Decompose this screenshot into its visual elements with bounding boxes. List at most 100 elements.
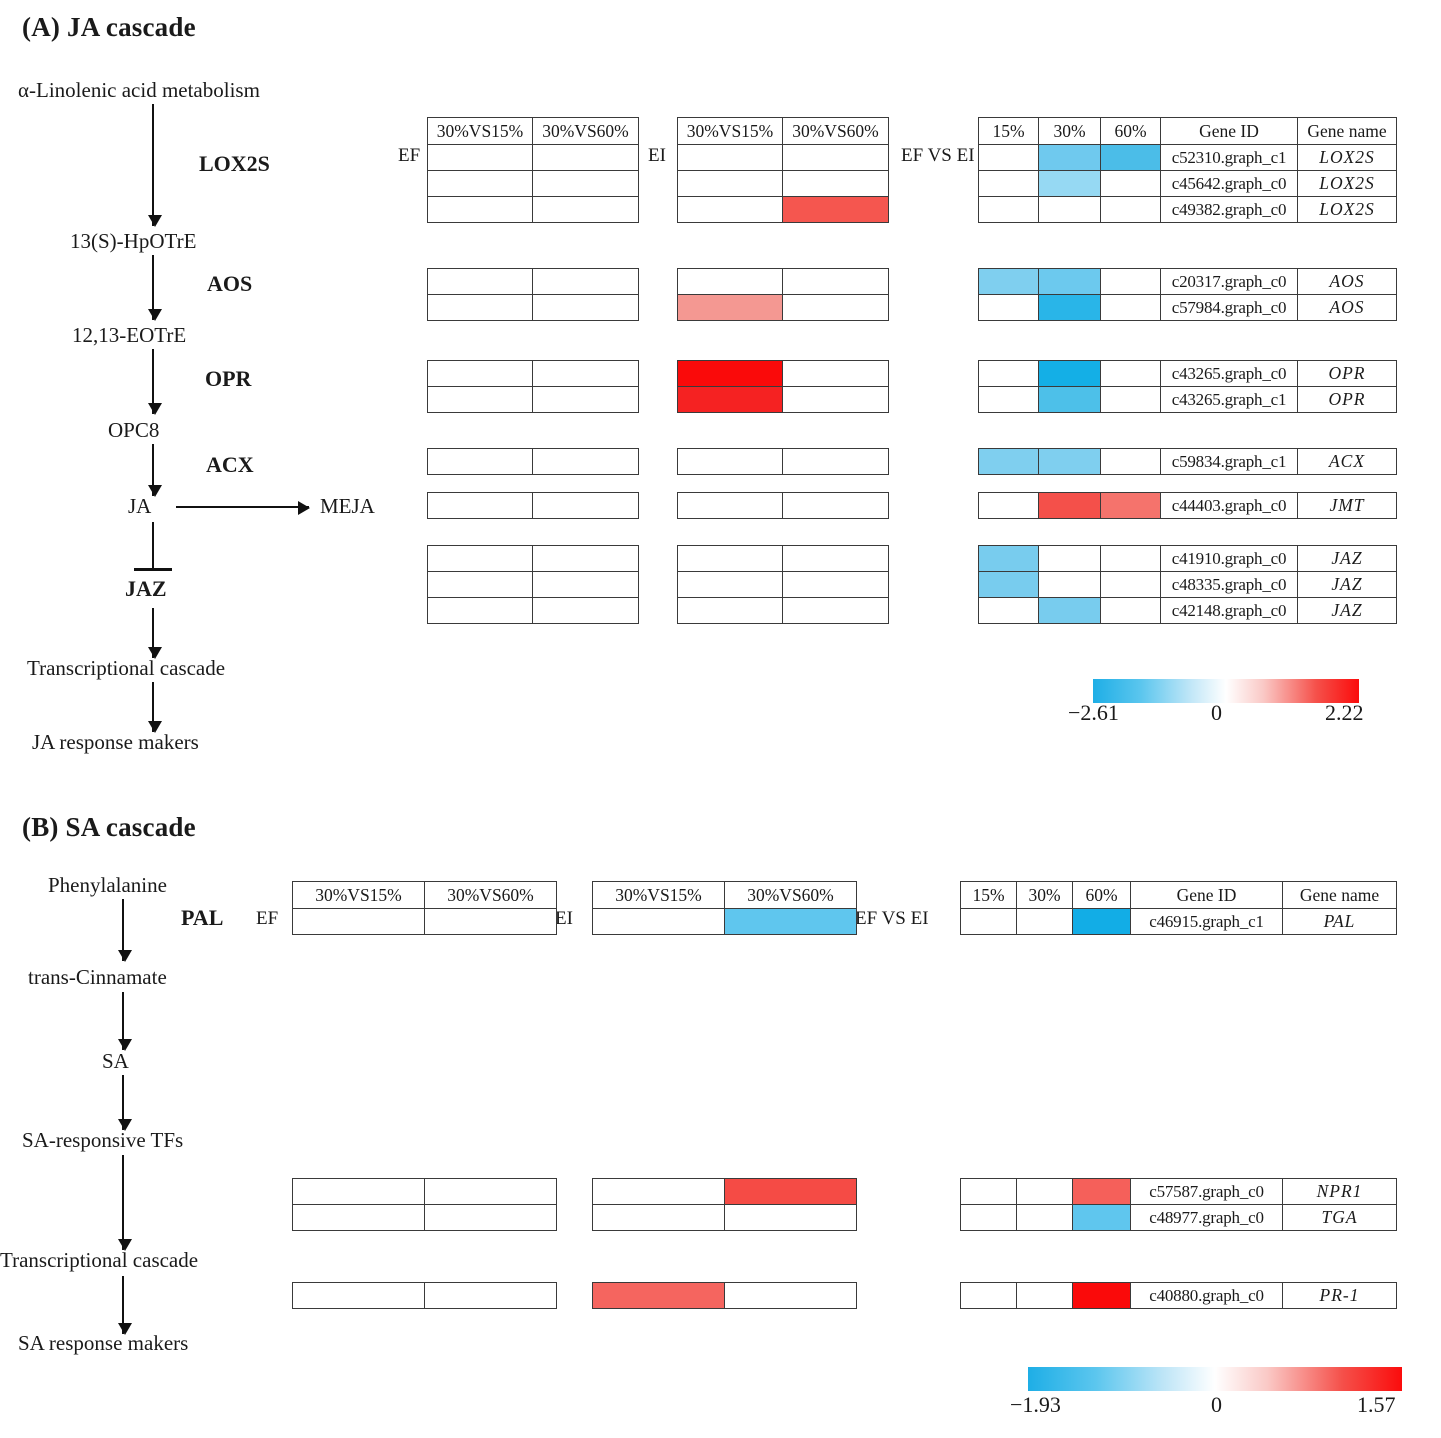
- heatmap-table-ei-lox2s[interactable]: 30%VS15% 30%VS60%: [677, 117, 889, 223]
- cell[interactable]: [427, 170, 533, 197]
- cell[interactable]: [1100, 268, 1161, 295]
- heatmap-table-ef-lox2s[interactable]: 30%VS15% 30%VS60%: [427, 117, 639, 223]
- heatmap-table-ef-opr[interactable]: [427, 360, 639, 413]
- cell[interactable]: [532, 492, 639, 519]
- cell[interactable]: [532, 268, 639, 295]
- cell[interactable]: [592, 1282, 725, 1309]
- cell[interactable]: [592, 1204, 725, 1231]
- cell[interactable]: [782, 545, 889, 572]
- cell[interactable]: [677, 571, 783, 598]
- heatmap-table-ei-tfs[interactable]: [592, 1178, 857, 1231]
- heatmap-table-efvsei-jaz[interactable]: c41910.graph_c0 JAZ c48335.graph_c0 JAZ …: [978, 545, 1397, 624]
- cell[interactable]: [782, 144, 889, 171]
- cell[interactable]: [427, 196, 533, 223]
- cell[interactable]: [1038, 448, 1101, 475]
- heatmap-table-ef-aos[interactable]: [427, 268, 639, 321]
- cell[interactable]: [427, 144, 533, 171]
- cell[interactable]: [424, 1178, 557, 1205]
- cell[interactable]: [1016, 1204, 1073, 1231]
- cell[interactable]: [292, 1178, 425, 1205]
- cell[interactable]: [978, 386, 1039, 413]
- cell[interactable]: [978, 170, 1039, 197]
- cell[interactable]: [677, 170, 783, 197]
- cell[interactable]: [978, 268, 1039, 295]
- heatmap-table-ei-pal[interactable]: 30%VS15% 30%VS60%: [592, 881, 857, 935]
- heatmap-table-efvsei-acx[interactable]: c59834.graph_c1 ACX: [978, 448, 1397, 475]
- cell[interactable]: [1100, 144, 1161, 171]
- cell[interactable]: [532, 144, 639, 171]
- cell[interactable]: [532, 360, 639, 387]
- cell[interactable]: [427, 492, 533, 519]
- cell[interactable]: [782, 386, 889, 413]
- cell[interactable]: [978, 545, 1039, 572]
- cell[interactable]: [960, 1204, 1017, 1231]
- cell[interactable]: [427, 571, 533, 598]
- cell[interactable]: [1038, 294, 1101, 321]
- cell[interactable]: [427, 386, 533, 413]
- cell[interactable]: [1072, 908, 1131, 935]
- cell[interactable]: [782, 597, 889, 624]
- cell[interactable]: [978, 597, 1039, 624]
- cell[interactable]: [978, 448, 1039, 475]
- heatmap-table-ei-acx[interactable]: [677, 448, 889, 475]
- cell[interactable]: [724, 908, 857, 935]
- cell[interactable]: [782, 196, 889, 223]
- cell[interactable]: [978, 360, 1039, 387]
- cell[interactable]: [782, 492, 889, 519]
- cell[interactable]: [1016, 1178, 1073, 1205]
- cell[interactable]: [978, 196, 1039, 223]
- cell[interactable]: [1100, 386, 1161, 413]
- cell[interactable]: [1016, 908, 1073, 935]
- heatmap-table-ef-acx[interactable]: [427, 448, 639, 475]
- heatmap-table-efvsei-pal[interactable]: 15% 30% 60% Gene ID Gene name c46915.gra…: [960, 881, 1397, 935]
- cell[interactable]: [427, 597, 533, 624]
- heatmap-table-ei-pr[interactable]: [592, 1282, 857, 1309]
- cell[interactable]: [960, 1178, 1017, 1205]
- cell[interactable]: [677, 545, 783, 572]
- cell[interactable]: [724, 1204, 857, 1231]
- cell[interactable]: [532, 597, 639, 624]
- cell[interactable]: [424, 908, 557, 935]
- cell[interactable]: [1100, 360, 1161, 387]
- heatmap-table-ef-jaz[interactable]: [427, 545, 639, 624]
- cell[interactable]: [427, 545, 533, 572]
- cell[interactable]: [292, 1282, 425, 1309]
- cell[interactable]: [724, 1282, 857, 1309]
- cell[interactable]: [1038, 492, 1101, 519]
- cell[interactable]: [1072, 1204, 1131, 1231]
- cell[interactable]: [592, 1178, 725, 1205]
- heatmap-table-efvsei-pr[interactable]: c40880.graph_c0 PR-1: [960, 1282, 1397, 1309]
- cell[interactable]: [677, 448, 783, 475]
- cell[interactable]: [427, 268, 533, 295]
- heatmap-table-efvsei-lox2s[interactable]: 15% 30% 60% Gene ID Gene name c52310.gra…: [978, 117, 1397, 223]
- cell[interactable]: [532, 196, 639, 223]
- cell[interactable]: [677, 386, 783, 413]
- cell[interactable]: [424, 1204, 557, 1231]
- cell[interactable]: [677, 492, 783, 519]
- cell[interactable]: [782, 294, 889, 321]
- cell[interactable]: [1100, 294, 1161, 321]
- heatmap-table-ef-tfs[interactable]: [292, 1178, 557, 1231]
- cell[interactable]: [532, 448, 639, 475]
- heatmap-table-ei-jaz[interactable]: [677, 545, 889, 624]
- cell[interactable]: [532, 294, 639, 321]
- cell[interactable]: [592, 908, 725, 935]
- cell[interactable]: [532, 571, 639, 598]
- cell[interactable]: [1038, 144, 1101, 171]
- cell[interactable]: [677, 268, 783, 295]
- cell[interactable]: [1072, 1282, 1131, 1309]
- cell[interactable]: [424, 1282, 557, 1309]
- cell[interactable]: [1038, 597, 1101, 624]
- cell[interactable]: [532, 545, 639, 572]
- cell[interactable]: [1100, 196, 1161, 223]
- cell[interactable]: [1038, 268, 1101, 295]
- cell[interactable]: [677, 144, 783, 171]
- cell[interactable]: [427, 360, 533, 387]
- cell[interactable]: [292, 1204, 425, 1231]
- cell[interactable]: [978, 571, 1039, 598]
- cell[interactable]: [1072, 1178, 1131, 1205]
- heatmap-table-ei-opr[interactable]: [677, 360, 889, 413]
- heatmap-table-ei-jmt[interactable]: [677, 492, 889, 519]
- cell[interactable]: [978, 492, 1039, 519]
- heatmap-table-efvsei-jmt[interactable]: c44403.graph_c0 JMT: [978, 492, 1397, 519]
